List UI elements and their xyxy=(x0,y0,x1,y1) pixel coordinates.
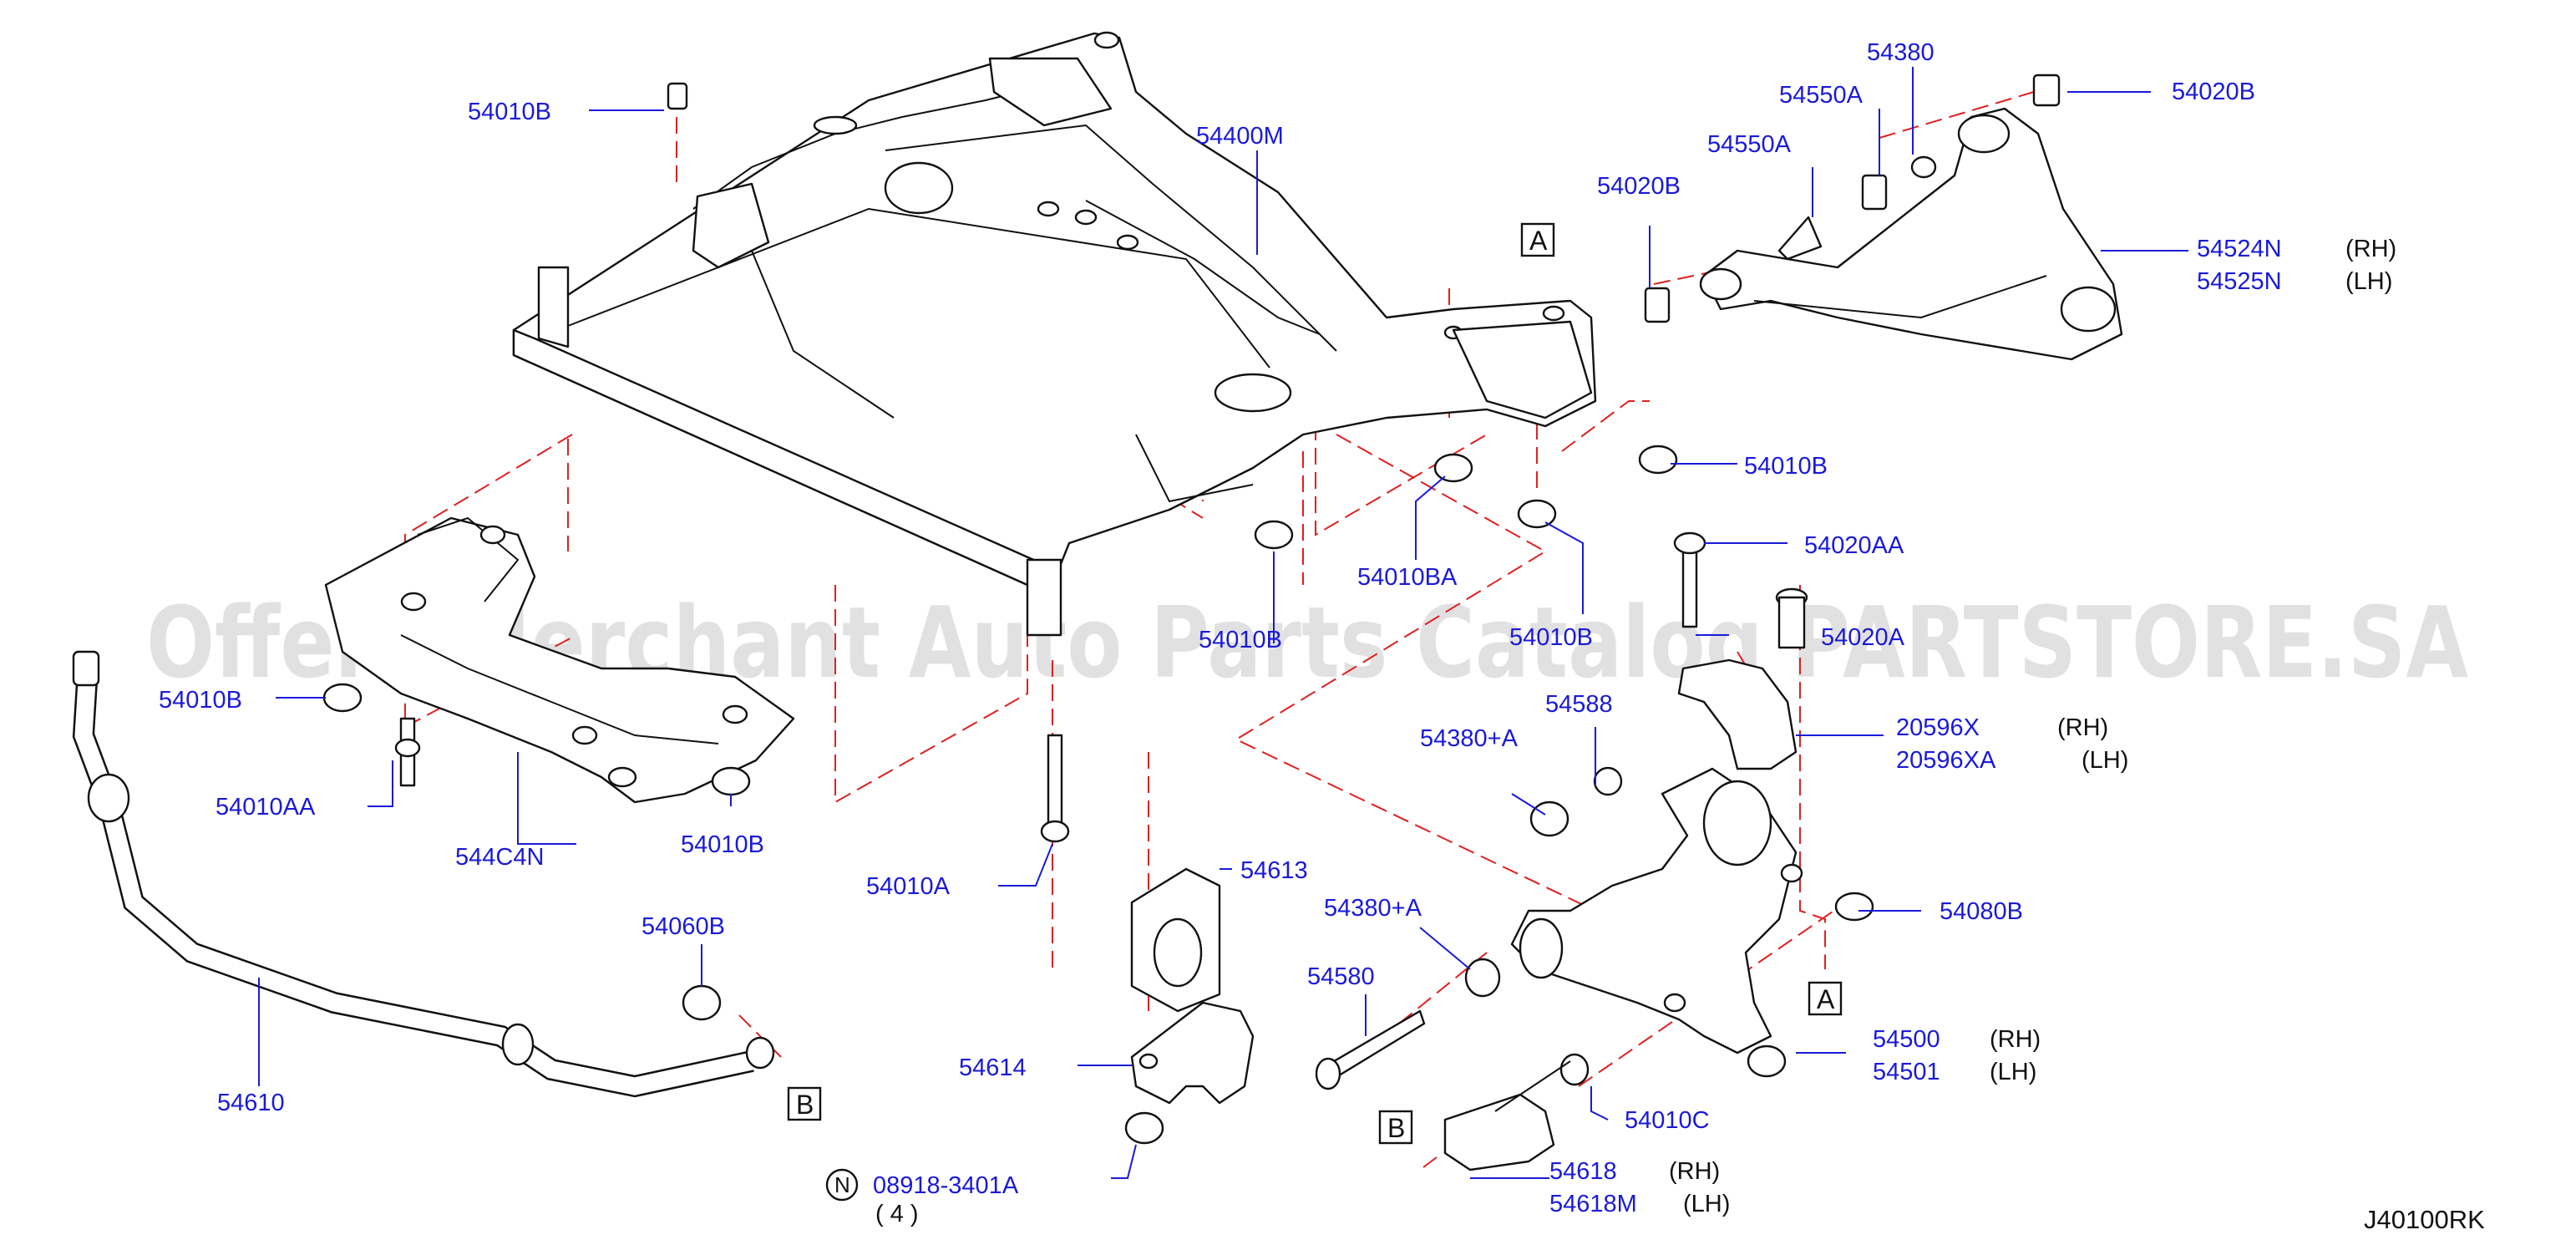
part-labels: 54010B 54400M 54380 54550A 54550A 54020B… xyxy=(159,39,2485,1234)
svg-text:B: B xyxy=(796,1090,814,1120)
label-54380a-2: 54380+A xyxy=(1324,895,1422,922)
side-rh-4: (RH) xyxy=(1669,1158,1720,1185)
side-rh-3: (RH) xyxy=(1990,1026,2041,1053)
label-obscured-2: 54010B xyxy=(1509,624,1593,651)
label-quantity: ( 4 ) xyxy=(875,1201,919,1227)
svg-text:A: A xyxy=(1529,226,1548,256)
label-54020b-mid: 54020B xyxy=(1597,173,1681,200)
label-54010c: 54010C xyxy=(1625,1107,1710,1134)
hardware-nuts-bolts xyxy=(322,74,2061,1171)
label-54550a-1: 54550A xyxy=(1779,82,1864,109)
label-54060b: 54060B xyxy=(641,913,725,940)
label-20596xa: 20596XA xyxy=(1896,747,1996,774)
label-54525n: 54525N xyxy=(2197,268,2282,295)
label-obscured-1: 54010B xyxy=(1199,627,1282,653)
side-lh-4: (LH) xyxy=(1683,1191,1730,1217)
svg-text:N: N xyxy=(834,1172,850,1197)
stabilizer-bar xyxy=(72,650,775,1098)
reference-box-b-left: B xyxy=(787,1086,822,1121)
reference-box-b-bottom: B xyxy=(1378,1110,1413,1145)
upper-control-arm xyxy=(1699,107,2123,361)
label-54580: 54580 xyxy=(1307,963,1375,990)
stabilizer-bushing xyxy=(1130,867,1221,1013)
label-54610: 54610 xyxy=(217,1090,285,1116)
stabilizer-clamp xyxy=(1130,1001,1255,1105)
label-54010b-top: 54010B xyxy=(468,99,551,125)
side-lh-1: (LH) xyxy=(2345,268,2392,295)
label-54400m: 54400M xyxy=(1196,123,1284,150)
side-rh-1: (RH) xyxy=(2345,236,2396,262)
label-54080b: 54080B xyxy=(1940,898,2023,925)
label-20596x: 20596X xyxy=(1896,714,1980,741)
label-54618: 54618 xyxy=(1549,1158,1617,1185)
bracket-20596x xyxy=(1677,587,1808,770)
label-54588: 54588 xyxy=(1545,691,1613,718)
label-08918-3401a: 08918-3401A xyxy=(873,1172,1019,1199)
svg-text:A: A xyxy=(1817,984,1835,1014)
label-54010aa: 54010AA xyxy=(216,794,316,821)
n-symbol: N xyxy=(825,1168,859,1202)
small-subframe xyxy=(324,516,795,804)
reference-box-a-top: A xyxy=(1520,222,1555,257)
side-lh-2: (LH) xyxy=(2082,747,2128,774)
side-rh-2: (RH) xyxy=(2057,714,2108,741)
side-lh-3: (LH) xyxy=(1990,1059,2036,1085)
label-54500: 54500 xyxy=(1873,1026,1940,1053)
svg-text:B: B xyxy=(1387,1113,1405,1143)
reference-box-a-bottom: A xyxy=(1808,981,1843,1016)
steering-knuckle xyxy=(1510,767,1803,1078)
label-54010b-lowleft: 54010B xyxy=(681,831,764,858)
label-54010b-left: 54010B xyxy=(159,687,242,714)
label-54613: 54613 xyxy=(1240,857,1308,884)
label-54010b-right: 54010B xyxy=(1744,453,1828,480)
label-54380: 54380 xyxy=(1867,39,1935,66)
diagram-code: J40100RK xyxy=(2364,1205,2485,1234)
label-54020b-right: 54020B xyxy=(2172,79,2255,105)
label-54524n: 54524N xyxy=(2197,236,2282,262)
label-54010ba: 54010BA xyxy=(1357,564,1458,591)
label-54020aa: 54020AA xyxy=(1804,532,1904,559)
label-obscured-3: 54020A xyxy=(1821,624,1905,651)
label-544c4n: 544C4N xyxy=(455,844,544,871)
leader-lines xyxy=(258,67,2188,1179)
label-54380a-1: 54380+A xyxy=(1420,725,1519,752)
label-54614: 54614 xyxy=(959,1055,1027,1081)
front-subframe xyxy=(512,31,1597,637)
label-54010a: 54010A xyxy=(866,873,951,900)
label-54550a-2: 54550A xyxy=(1707,131,1792,158)
label-54501: 54501 xyxy=(1873,1059,1940,1085)
label-54618m: 54618M xyxy=(1549,1191,1637,1217)
